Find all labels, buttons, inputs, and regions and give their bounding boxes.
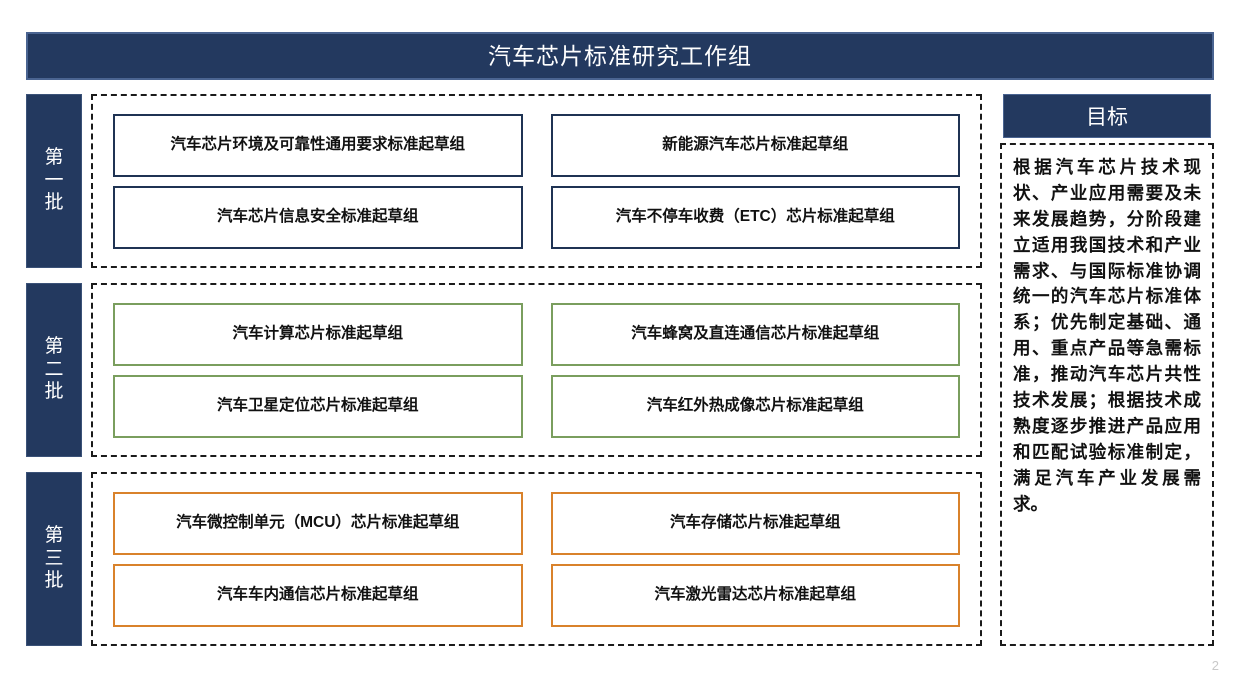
working-group-box[interactable]: 汽车芯片环境及可靠性通用要求标准起草组 xyxy=(113,113,523,177)
working-group-box[interactable]: 汽车红外热成像芯片标准起草组 xyxy=(550,374,960,438)
working-group-box[interactable]: 汽车不停车收费（ETC）芯片标准起草组 xyxy=(550,185,960,249)
goal-panel: 目标 根据汽车芯片技术现状、产业应用需要及未来发展趋势，分阶段建立适用我国技术和… xyxy=(1000,94,1214,646)
batch-label-1: 第 一 批 xyxy=(26,94,82,268)
batch-label-3-char-2: 三 xyxy=(44,547,64,569)
working-group-box[interactable]: 汽车微控制单元（MCU）芯片标准起草组 xyxy=(113,491,523,555)
working-group-box[interactable]: 汽车芯片信息安全标准起草组 xyxy=(113,185,523,249)
batch-label-3-char-1: 第 xyxy=(44,525,64,547)
page-number: 2 xyxy=(1211,658,1219,673)
batch-label-3: 第 三 批 xyxy=(26,472,82,646)
batch-content-2: 汽车计算芯片标准起草组 汽车卫星定位芯片标准起草组 汽车蜂窝及直连通信芯片标准起… xyxy=(91,283,982,457)
working-group-box[interactable]: 汽车激光雷达芯片标准起草组 xyxy=(550,563,960,627)
working-group-box[interactable]: 新能源汽车芯片标准起草组 xyxy=(550,113,960,177)
batch-3-left-column: 汽车微控制单元（MCU）芯片标准起草组 汽车车内通信芯片标准起草组 xyxy=(99,491,537,627)
working-group-box[interactable]: 汽车存储芯片标准起草组 xyxy=(550,491,960,555)
batch-label-3-char-3: 批 xyxy=(44,570,64,592)
working-group-box[interactable]: 汽车卫星定位芯片标准起草组 xyxy=(113,374,523,438)
batch-2-left-column: 汽车计算芯片标准起草组 汽车卫星定位芯片标准起草组 xyxy=(99,302,537,438)
batch-3-right-column: 汽车存储芯片标准起草组 汽车激光雷达芯片标准起草组 xyxy=(537,491,975,627)
batch-row-1: 第 一 批 汽车芯片环境及可靠性通用要求标准起草组 汽车芯片信息安全标准起草组 … xyxy=(26,94,982,268)
batch-label-1-char-1: 第 xyxy=(44,147,64,169)
page-title: 汽车芯片标准研究工作组 xyxy=(488,42,752,69)
batch-label-2-char-1: 第 xyxy=(44,336,64,358)
batch-label-1-char-3: 批 xyxy=(44,192,64,214)
working-group-box[interactable]: 汽车车内通信芯片标准起草组 xyxy=(113,563,523,627)
batch-content-3: 汽车微控制单元（MCU）芯片标准起草组 汽车车内通信芯片标准起草组 汽车存储芯片… xyxy=(91,472,982,646)
batch-1-left-column: 汽车芯片环境及可靠性通用要求标准起草组 汽车芯片信息安全标准起草组 xyxy=(99,113,537,249)
slide-title-bar: 汽车芯片标准研究工作组 xyxy=(26,32,1214,80)
goal-text: 根据汽车芯片技术现状、产业应用需要及未来发展趋势，分阶段建立适用我国技术和产业需… xyxy=(1013,157,1201,514)
batch-label-2-char-3: 批 xyxy=(44,381,64,403)
batch-row-2: 第 二 批 汽车计算芯片标准起草组 汽车卫星定位芯片标准起草组 汽车蜂窝及直连通… xyxy=(26,283,982,457)
batch-2-right-column: 汽车蜂窝及直连通信芯片标准起草组 汽车红外热成像芯片标准起草组 xyxy=(537,302,975,438)
batch-label-2: 第 二 批 xyxy=(26,283,82,457)
batch-sections: 第 一 批 汽车芯片环境及可靠性通用要求标准起草组 汽车芯片信息安全标准起草组 … xyxy=(26,94,982,646)
batch-row-3: 第 三 批 汽车微控制单元（MCU）芯片标准起草组 汽车车内通信芯片标准起草组 … xyxy=(26,472,982,646)
batch-1-right-column: 新能源汽车芯片标准起草组 汽车不停车收费（ETC）芯片标准起草组 xyxy=(537,113,975,249)
working-group-box[interactable]: 汽车计算芯片标准起草组 xyxy=(113,302,523,366)
working-group-box[interactable]: 汽车蜂窝及直连通信芯片标准起草组 xyxy=(550,302,960,366)
goal-body: 根据汽车芯片技术现状、产业应用需要及未来发展趋势，分阶段建立适用我国技术和产业需… xyxy=(1000,143,1214,646)
batch-label-2-char-2: 二 xyxy=(44,358,64,380)
batch-label-1-char-2: 一 xyxy=(44,169,64,191)
batch-content-1: 汽车芯片环境及可靠性通用要求标准起草组 汽车芯片信息安全标准起草组 新能源汽车芯… xyxy=(91,94,982,268)
goal-header: 目标 xyxy=(1003,94,1211,138)
